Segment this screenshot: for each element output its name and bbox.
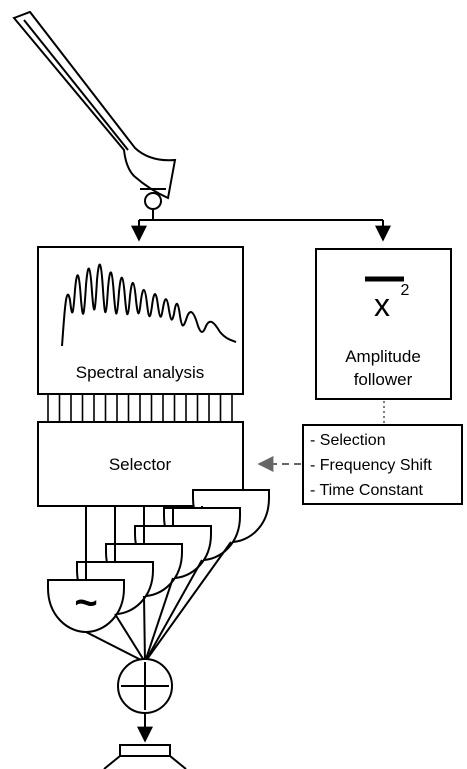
oscillator-symbol: ~ xyxy=(74,581,97,625)
summing-node xyxy=(117,658,173,714)
spectrum-waveform xyxy=(61,263,237,347)
oscillator-output-line xyxy=(143,595,146,663)
amplitude-formula-base: x xyxy=(374,287,390,323)
spectral-analysis-label: Spectral analysis xyxy=(76,363,205,382)
oscillator-output-line xyxy=(85,631,146,663)
control-params-box: - Selection - Frequency Shift - Time Con… xyxy=(302,424,463,505)
oscillator-bank: ~ xyxy=(47,489,270,663)
input-split-connections xyxy=(131,219,391,242)
selector-label: Selector xyxy=(109,455,172,474)
speaker-icon xyxy=(103,744,187,769)
param-frequency-shift: - Frequency Shift xyxy=(310,457,432,474)
amplitude-follower-label-line1: Amplitude xyxy=(345,347,421,366)
amplitude-formula-exponent: 2 xyxy=(401,282,410,299)
oscillator-output-line xyxy=(144,541,232,663)
amplitude-follower-label-line2: follower xyxy=(354,370,413,389)
param-selection: - Selection xyxy=(310,432,386,449)
spectral-analysis-block: Spectral analysis xyxy=(37,246,244,395)
param-time-constant: - Time Constant xyxy=(310,482,423,499)
trumpet-icon xyxy=(12,10,177,200)
oscillator-output-line xyxy=(144,559,203,663)
oscillator-output-line xyxy=(144,577,174,663)
filter-bank-bus xyxy=(47,394,233,422)
amplitude-follower-block: x 2 Amplitude follower xyxy=(315,248,452,400)
microphone-icon xyxy=(140,188,166,220)
oscillator-output-line xyxy=(114,613,146,663)
